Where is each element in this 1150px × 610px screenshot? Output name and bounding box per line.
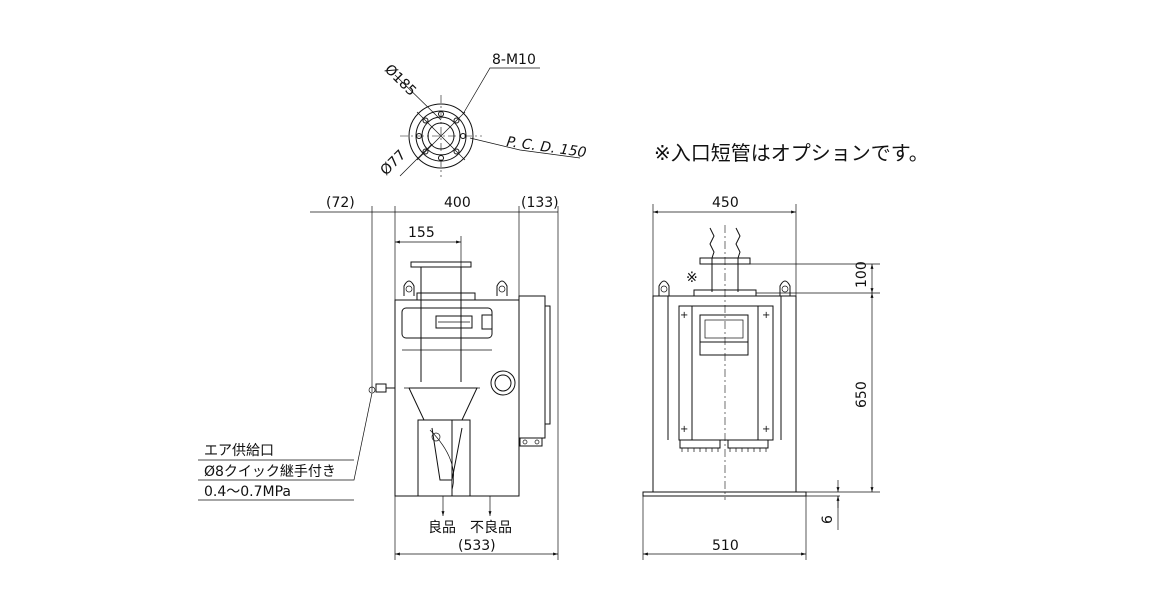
flange-view: Ø185 Ø77 8-M10 P. C. D. 150 <box>378 52 588 179</box>
svg-text:+: + <box>762 310 770 321</box>
dim-front-height: 650 <box>854 381 870 408</box>
air-supply-line1: エア供給口 <box>204 443 274 459</box>
svg-text:+: + <box>680 310 688 321</box>
svg-text:+: + <box>680 424 688 435</box>
option-mark: ※ <box>686 270 698 286</box>
cable-glands <box>679 439 769 452</box>
side-view: (72) 400 (133) 155 <box>198 195 559 560</box>
dim-front-base: 6 <box>820 515 836 524</box>
dim-side-155: 155 <box>408 225 435 241</box>
option-note: ※入口短管はオプションです。 <box>654 141 929 165</box>
air-supply-line3: 0.4～0.7MPa <box>204 484 291 500</box>
svg-text:+: + <box>762 424 770 435</box>
air-supply-line2: Ø8クイック継手付き <box>204 464 336 480</box>
outlet-bad-label: 不良品 <box>470 520 512 536</box>
flange-outer-diameter: Ø185 <box>381 62 419 100</box>
dim-side-width: 400 <box>444 195 471 211</box>
front-view: 450 ※ + + + + <box>642 195 880 560</box>
dim-side-right: (133) <box>521 195 559 211</box>
flange-bolts-label: 8-M10 <box>492 52 536 68</box>
panel-screws: + + + + <box>680 310 770 435</box>
dim-front-base-width: 510 <box>712 538 739 554</box>
dim-front-inlet-height: 100 <box>854 261 870 288</box>
dim-side-left: (72) <box>326 195 355 211</box>
dim-front-width: 450 <box>712 195 739 211</box>
flange-inner-diameter: Ø77 <box>378 147 410 179</box>
dim-side-total: (533) <box>458 538 496 554</box>
flange-pcd-label: P. C. D. 150 <box>505 134 587 161</box>
outlet-good-label: 良品 <box>428 520 456 536</box>
